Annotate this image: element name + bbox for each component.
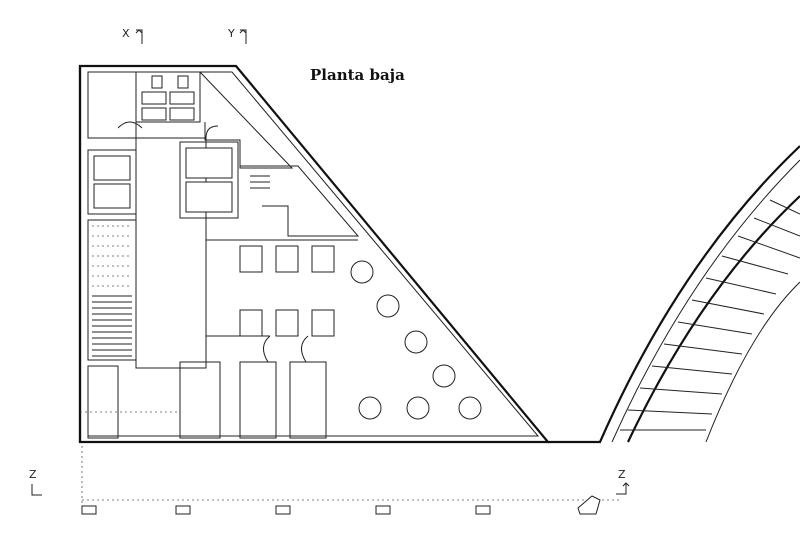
svg-text:X: X bbox=[122, 27, 130, 40]
svg-text:Z: Z bbox=[618, 468, 626, 481]
toilet-block bbox=[135, 71, 294, 169]
facade-line bbox=[81, 446, 620, 516]
central-corridor bbox=[117, 121, 219, 369]
section-marker-z-right: Z bbox=[616, 468, 630, 495]
curved-ramp bbox=[548, 145, 800, 444]
left-rooms bbox=[87, 71, 137, 439]
lower-service-rooms bbox=[80, 335, 327, 439]
kitchen-block bbox=[179, 141, 360, 237]
section-marker-y: Y bbox=[227, 27, 247, 44]
round-tables bbox=[350, 260, 482, 420]
section-marker-z-left: Z bbox=[29, 468, 42, 496]
svg-text:Y: Y bbox=[227, 27, 235, 40]
svg-text:Z: Z bbox=[29, 468, 37, 481]
dining-tables bbox=[206, 239, 358, 337]
section-marker-x: X bbox=[122, 27, 143, 44]
stair bbox=[92, 225, 132, 357]
plan-title: Planta baja bbox=[310, 66, 405, 84]
